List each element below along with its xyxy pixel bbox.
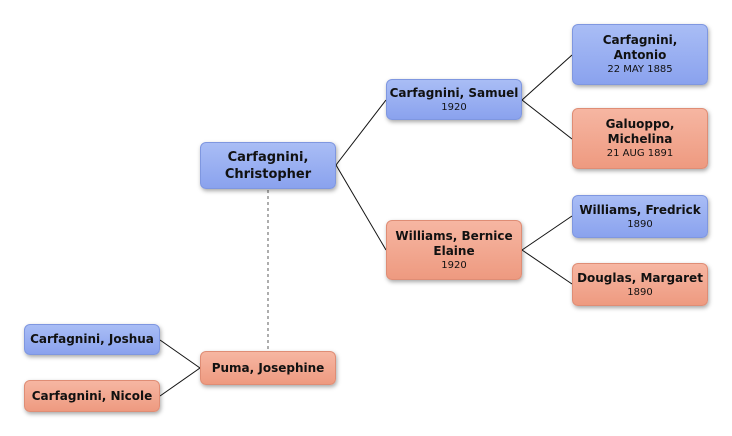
person-margaret[interactable]: Douglas, Margaret 1890 [572, 263, 708, 306]
connector-samuel-michelina [521, 99, 573, 140]
person-date: 22 MAY 1885 [607, 64, 673, 75]
connector-christopher-bernice [335, 164, 387, 251]
person-name: Carfagnini, Nicole [31, 388, 153, 403]
person-josephine[interactable]: Puma, Josephine [200, 351, 336, 385]
person-date: 1890 [627, 286, 653, 298]
person-nicole[interactable]: Carfagnini, Nicole [24, 380, 160, 412]
connector-nicole-josephine [159, 367, 201, 397]
person-name: Puma, Josephine [211, 360, 325, 375]
connector-bernice-fredrick [521, 215, 573, 251]
person-antonio[interactable]: Carfagnini, Antonio 22 MAY 1885 [572, 24, 708, 85]
person-name: Carfagnini, Antonio [602, 33, 678, 62]
connector-christopher-samuel [335, 99, 387, 166]
person-bernice[interactable]: Williams, Bernice Elaine 1920 [386, 220, 522, 280]
connector-joshua-josephine [159, 339, 201, 369]
person-date: 1890 [627, 218, 653, 230]
person-name: Williams, Bernice Elaine [395, 228, 513, 258]
person-name: Carfagnini, Joshua [30, 332, 154, 346]
person-name: Douglas, Margaret [577, 270, 703, 285]
person-name: Williams, Fredrick [579, 202, 701, 217]
person-michelina[interactable]: Galuoppo, Michelina 21 AUG 1891 [572, 108, 708, 169]
person-name: Carfagnini, Christopher [224, 149, 312, 182]
person-fredrick[interactable]: Williams, Fredrick 1890 [572, 195, 708, 238]
person-date: 1920 [441, 259, 467, 271]
person-joshua[interactable]: Carfagnini, Joshua [24, 324, 160, 355]
person-date: 1920 [441, 101, 467, 113]
connector-bernice-margaret [521, 249, 573, 285]
person-name: Galuoppo, Michelina [605, 117, 675, 146]
person-christopher[interactable]: Carfagnini, Christopher [200, 142, 336, 189]
person-name: Carfagnini, Samuel [389, 85, 519, 100]
connector-samuel-antonio [521, 54, 573, 101]
person-date: 21 AUG 1891 [606, 148, 674, 159]
person-samuel[interactable]: Carfagnini, Samuel 1920 [386, 79, 522, 120]
